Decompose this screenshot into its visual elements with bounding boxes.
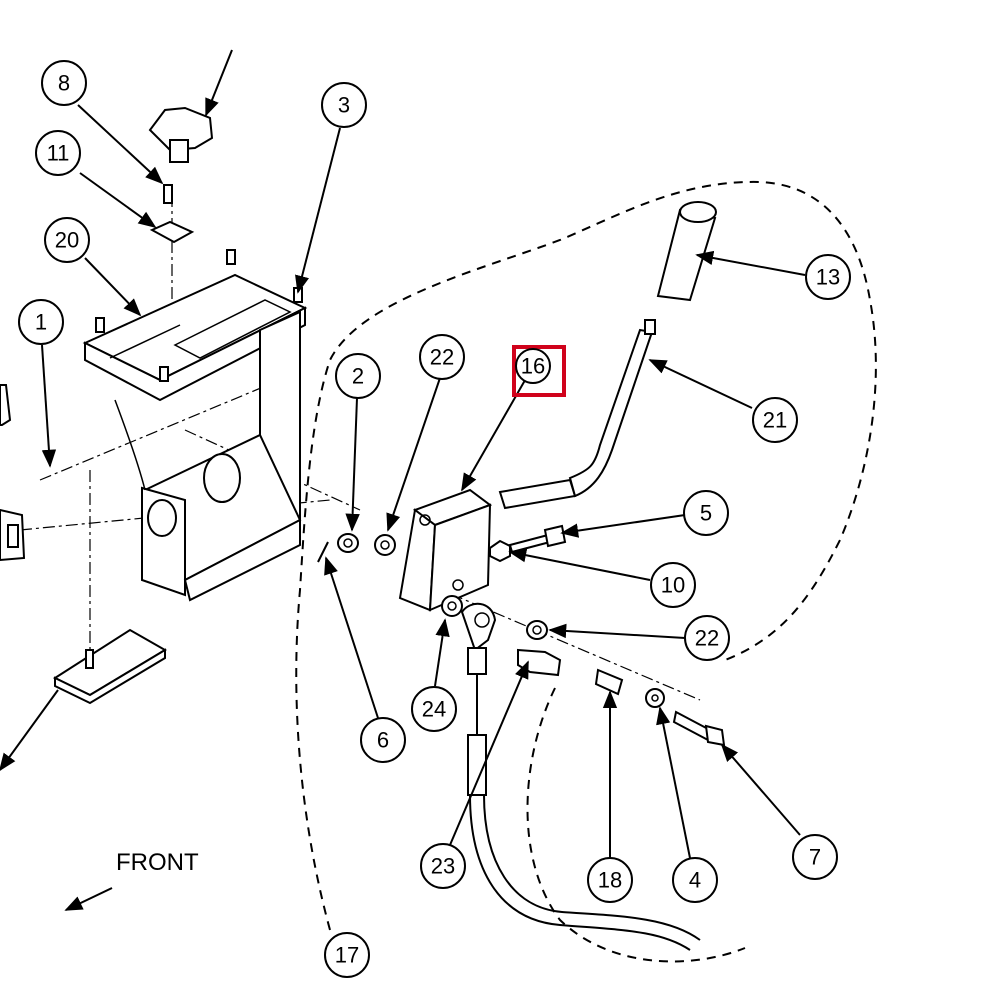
callout-4: 4 — [672, 857, 718, 903]
shift-lever — [498, 319, 656, 510]
svg-text:8: 8 — [58, 71, 70, 96]
callout-22-lower: 22 — [684, 615, 730, 661]
svg-text:6: 6 — [377, 728, 389, 753]
callout-8: 8 — [41, 60, 87, 106]
svg-text:5: 5 — [700, 501, 712, 526]
washer-2 — [337, 533, 359, 553]
svg-text:4: 4 — [689, 868, 701, 893]
svg-text:16: 16 — [521, 354, 545, 379]
svg-text:13: 13 — [816, 265, 840, 290]
shift-cable — [467, 674, 701, 951]
callout-5: 5 — [683, 490, 729, 536]
mounting-bracket — [82, 273, 308, 602]
svg-text:24: 24 — [422, 697, 446, 722]
shifter-subassembly-boundary — [295, 180, 877, 931]
washer-4 — [645, 688, 665, 708]
svg-text:10: 10 — [661, 573, 685, 598]
spacer-18 — [594, 668, 624, 696]
spacer-22-upper — [374, 534, 396, 556]
svg-text:1: 1 — [35, 310, 47, 335]
callout-13: 13 — [805, 254, 851, 300]
bolt-7 — [672, 710, 726, 747]
bottom-plate — [52, 628, 167, 705]
svg-text:22: 22 — [430, 345, 454, 370]
svg-text:11: 11 — [47, 141, 70, 166]
callout-6: 6 — [360, 717, 406, 763]
svg-text:17: 17 — [335, 943, 359, 968]
svg-text:3: 3 — [338, 93, 350, 118]
front-direction-label: FRONT — [116, 849, 199, 876]
svg-text:7: 7 — [809, 845, 821, 870]
bracket-screws — [95, 184, 303, 382]
rod-end — [460, 602, 497, 675]
washer-22-lower — [526, 620, 548, 640]
left-edge-part — [0, 384, 26, 562]
callout-17: 17 — [324, 932, 370, 978]
svg-text:20: 20 — [55, 228, 79, 253]
bolt-5 — [508, 524, 567, 554]
callout-21: 21 — [752, 397, 798, 443]
nut-10 — [489, 539, 511, 563]
shift-block — [398, 488, 493, 612]
svg-text:18: 18 — [598, 868, 622, 893]
svg-text:22: 22 — [695, 626, 719, 651]
centerlines — [19, 195, 701, 701]
callout-11: 11 — [35, 130, 81, 176]
callout-2: 2 — [335, 353, 381, 399]
leader-lines — [0, 49, 806, 911]
pin-6 — [317, 541, 329, 563]
lever-handle — [656, 201, 717, 302]
spacer-24 — [441, 595, 463, 617]
star-knob — [148, 106, 214, 163]
svg-text:2: 2 — [352, 364, 364, 389]
pad-plate — [149, 220, 195, 244]
callout-10: 10 — [650, 562, 696, 608]
callout-24: 24 — [411, 686, 457, 732]
callout-18: 18 — [587, 857, 633, 903]
callout-23: 23 — [420, 843, 466, 889]
callout-1: 1 — [18, 299, 64, 345]
callout-16-highlighted: 16 — [512, 345, 566, 397]
svg-text:23: 23 — [431, 854, 455, 879]
cable-subassembly-boundary — [526, 687, 746, 963]
callout-3: 3 — [321, 82, 367, 128]
callout-20: 20 — [44, 217, 90, 263]
svg-text:21: 21 — [763, 408, 787, 433]
callout-22-upper: 22 — [419, 334, 465, 380]
callout-7: 7 — [792, 834, 838, 880]
